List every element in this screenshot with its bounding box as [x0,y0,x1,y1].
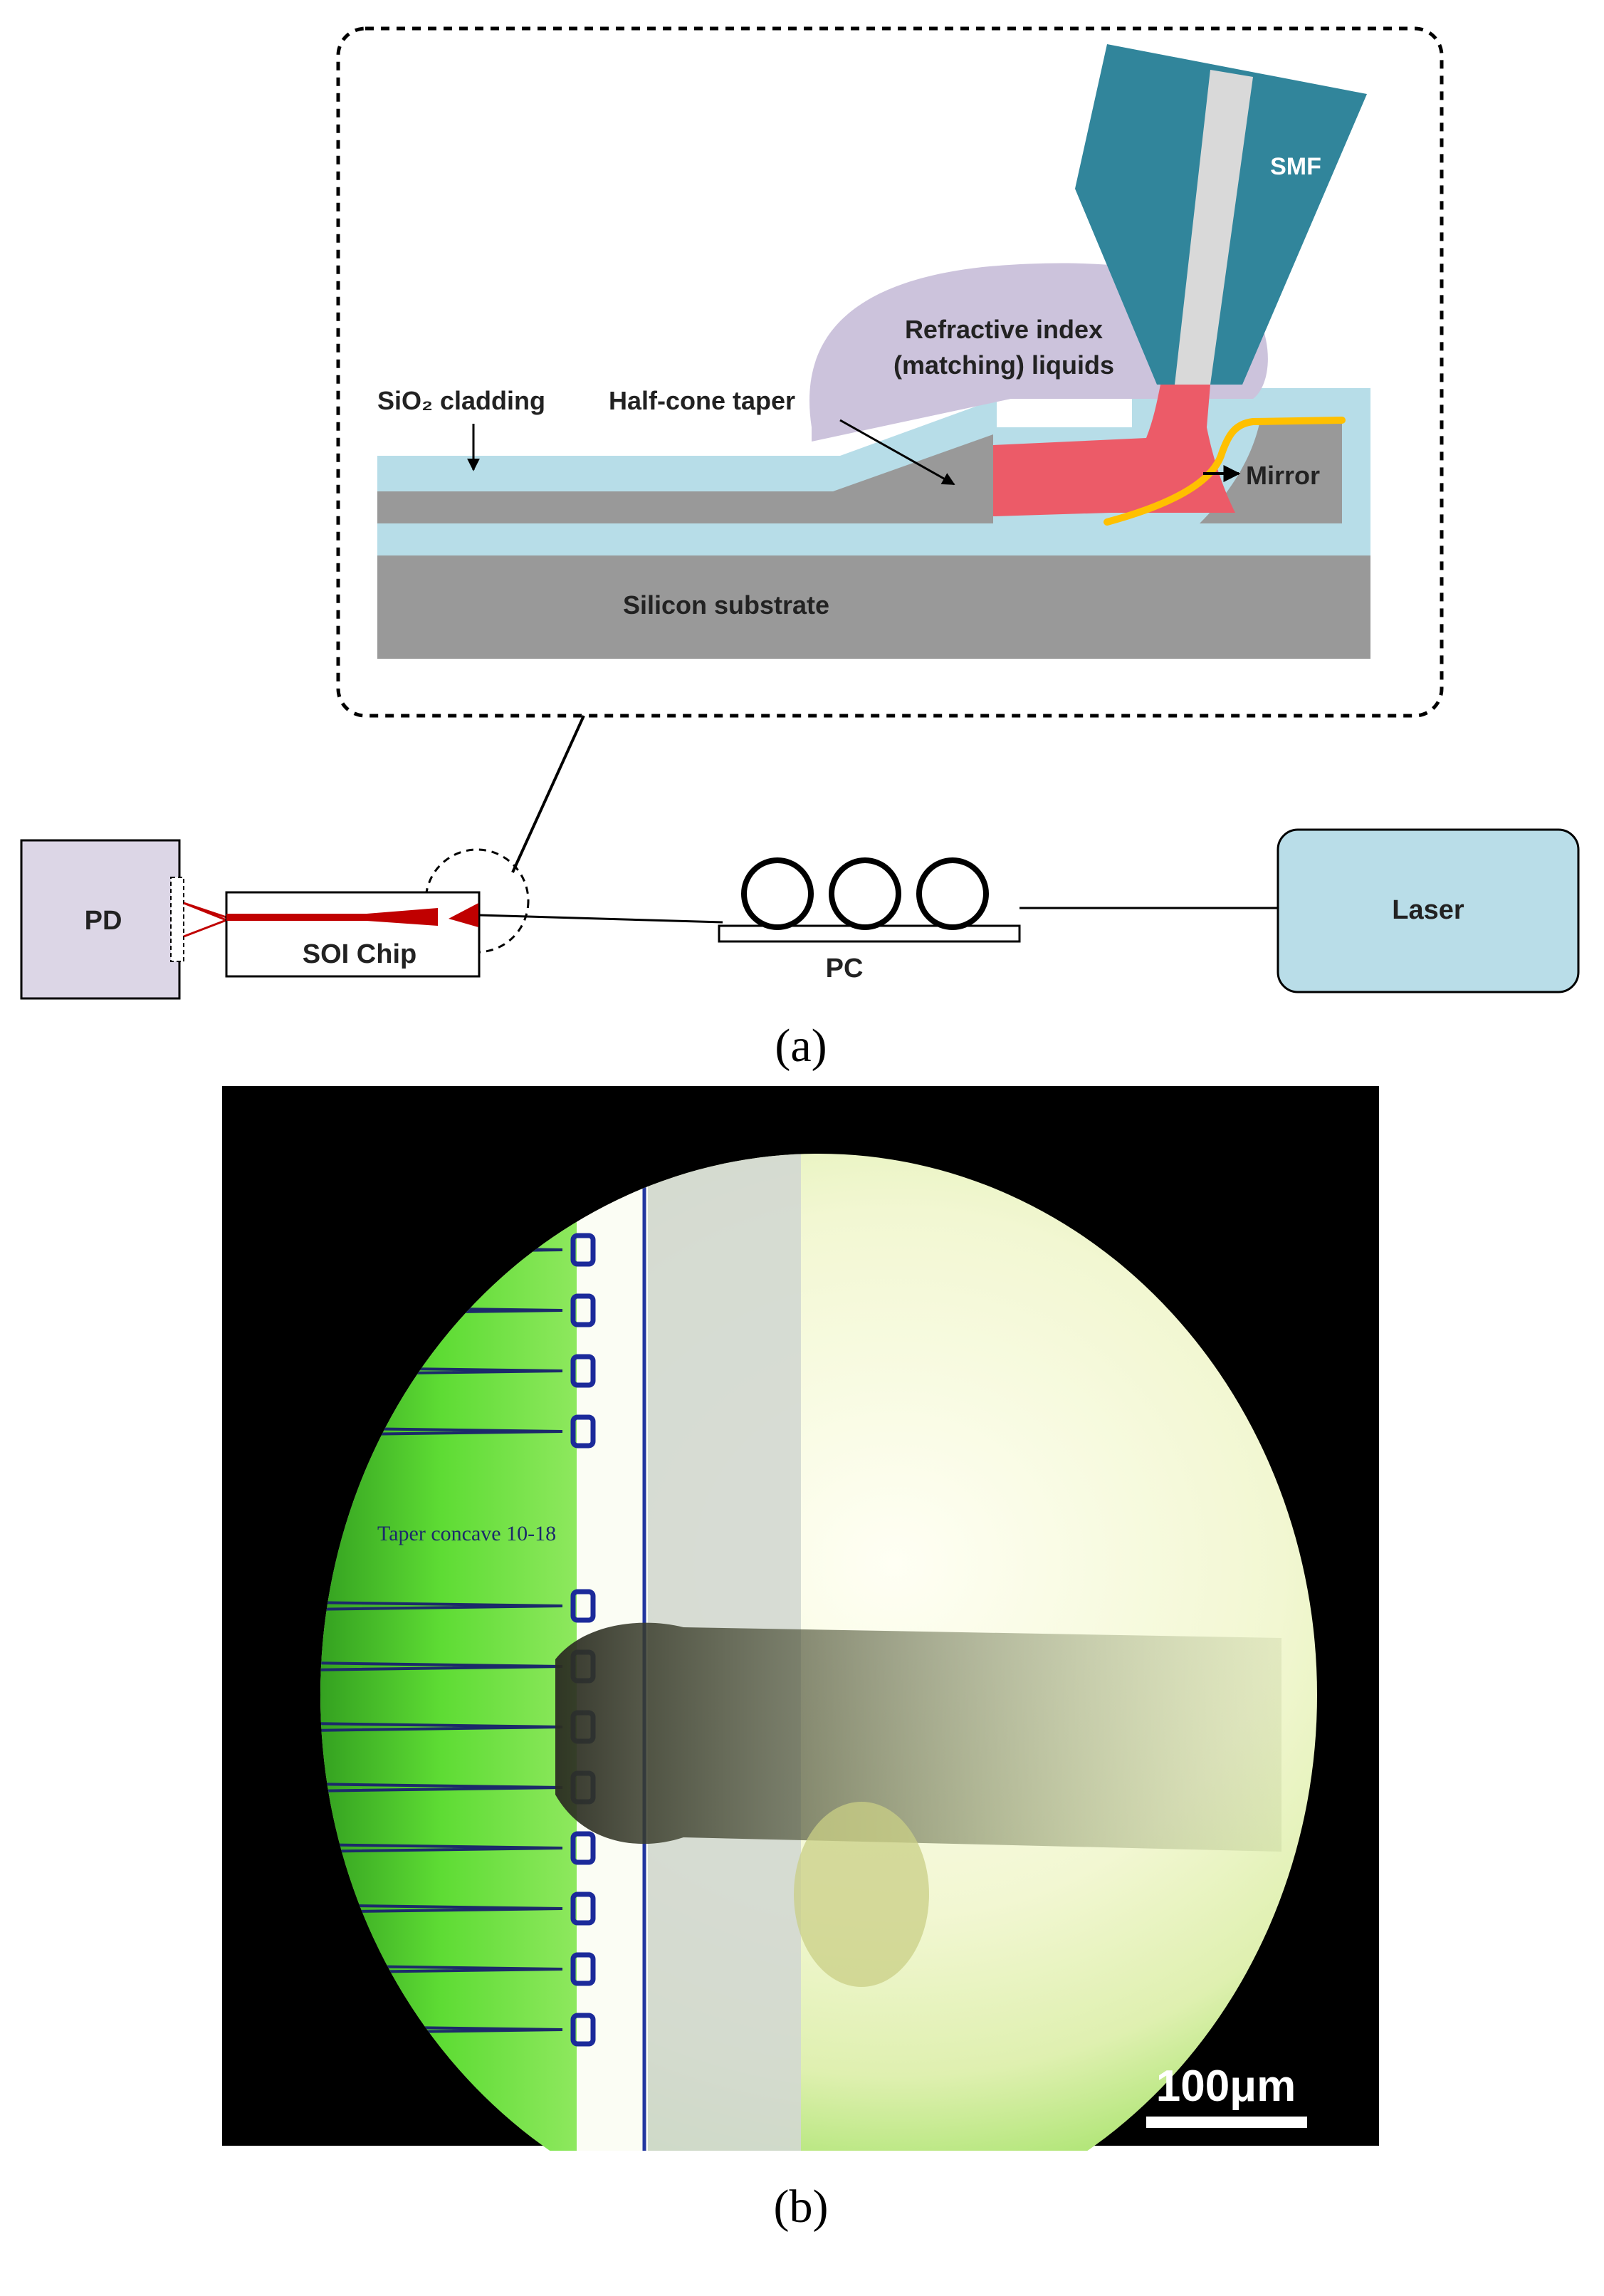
label-mirror: Mirror [1246,461,1320,490]
inset-frame [336,26,1444,718]
pd-window [170,877,184,962]
inset-leader [511,715,585,873]
pad-10 [570,1891,596,1926]
mirror-block [1200,420,1342,523]
micro-label: Taper concave 10-18 [377,1522,556,1545]
label-laser: Laser [1392,895,1464,925]
pad-2 [570,1293,596,1327]
label-taper: Half-cone taper [609,386,795,415]
silicon-waveguide [377,434,993,523]
taper-10 [320,1904,563,1914]
light-beam [993,385,1235,516]
taper-5 [320,1601,563,1611]
label-pc: PC [826,954,864,983]
pd-beam [183,902,230,938]
label-pd: PD [85,906,122,936]
pc-loop-1 [741,857,814,930]
pad-9 [570,1831,596,1865]
pad-4 [570,1414,596,1449]
label-soi-chip: SOI Chip [303,939,416,969]
label-smf: SMF [1270,153,1321,180]
laser-box [1277,828,1580,993]
pad-12 [570,2013,596,2047]
label-liquid-2: (matching) liquids [893,350,1114,380]
fiber-chip-pc [478,914,723,924]
pad-3 [570,1354,596,1388]
caption-b: (b) [774,2181,829,2233]
smf-core [1175,70,1253,385]
soi-chip [225,891,481,978]
silicon-substrate [377,555,1370,659]
panel-a: SMF Refractive index (matching) liquids … [20,26,1580,1072]
label-liquid-1: Refractive index [905,315,1103,344]
mirror-coating [1104,417,1346,526]
liquid-residue [794,1802,929,1987]
pc-loop-3 [916,857,989,930]
pad-5 [570,1589,596,1623]
chip-taper [449,903,478,927]
pad-1 [570,1233,596,1267]
taper-11 [320,1964,563,1974]
pd-box [20,839,181,1000]
taper-9 [320,1843,563,1853]
scale-bar-label: 100μm [1156,2062,1296,2111]
fiber-shadow [555,1622,1281,1852]
panel-b: Taper concave 10-18 100μm (b) [222,1086,1379,2233]
pc-loop-2 [829,857,901,930]
scale-bar [1146,2117,1307,2128]
taper-4 [320,1426,563,1436]
label-substrate: Silicon substrate [623,590,829,620]
chip-waveguide [226,908,438,926]
label-sio2: SiO₂ cladding [377,386,545,415]
caption-a: (a) [775,1020,827,1072]
pad-11 [570,1952,596,1986]
arrow-taper [839,419,955,486]
